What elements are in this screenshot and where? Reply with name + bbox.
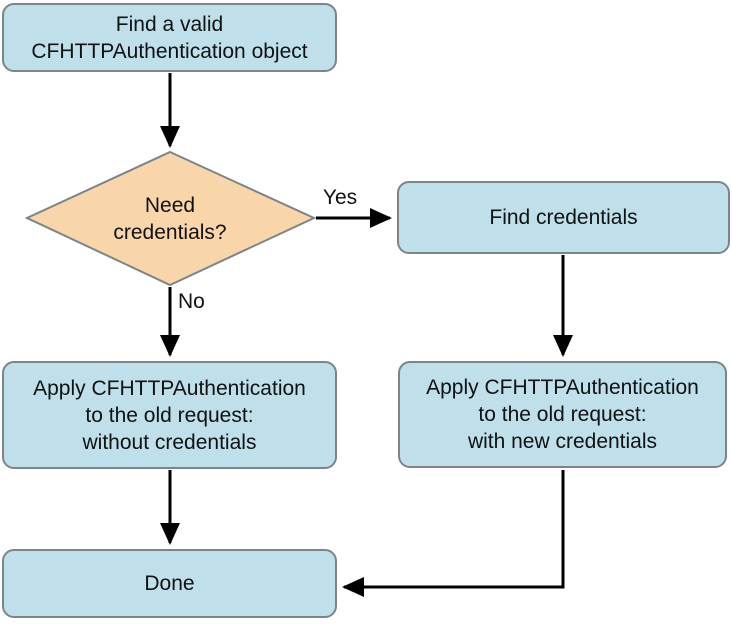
node-apply-without-credentials: Apply CFHTTPAuthentication to the old re… — [2, 361, 337, 469]
node-start: Find a valid CFHTTPAuthentication object — [2, 3, 337, 72]
decision-node-shape — [24, 150, 317, 287]
node-done: Done — [2, 549, 337, 618]
decision-node-label: Need credentials? — [113, 194, 227, 244]
edge-label-no: No — [178, 290, 205, 313]
node-find-credentials: Find credentials — [397, 181, 730, 254]
node-apply-with-new-credentials: Apply CFHTTPAuthentication to the old re… — [398, 361, 727, 468]
arrow-apply-with-to-done — [342, 470, 565, 597]
edge-label-yes: Yes — [322, 186, 358, 209]
